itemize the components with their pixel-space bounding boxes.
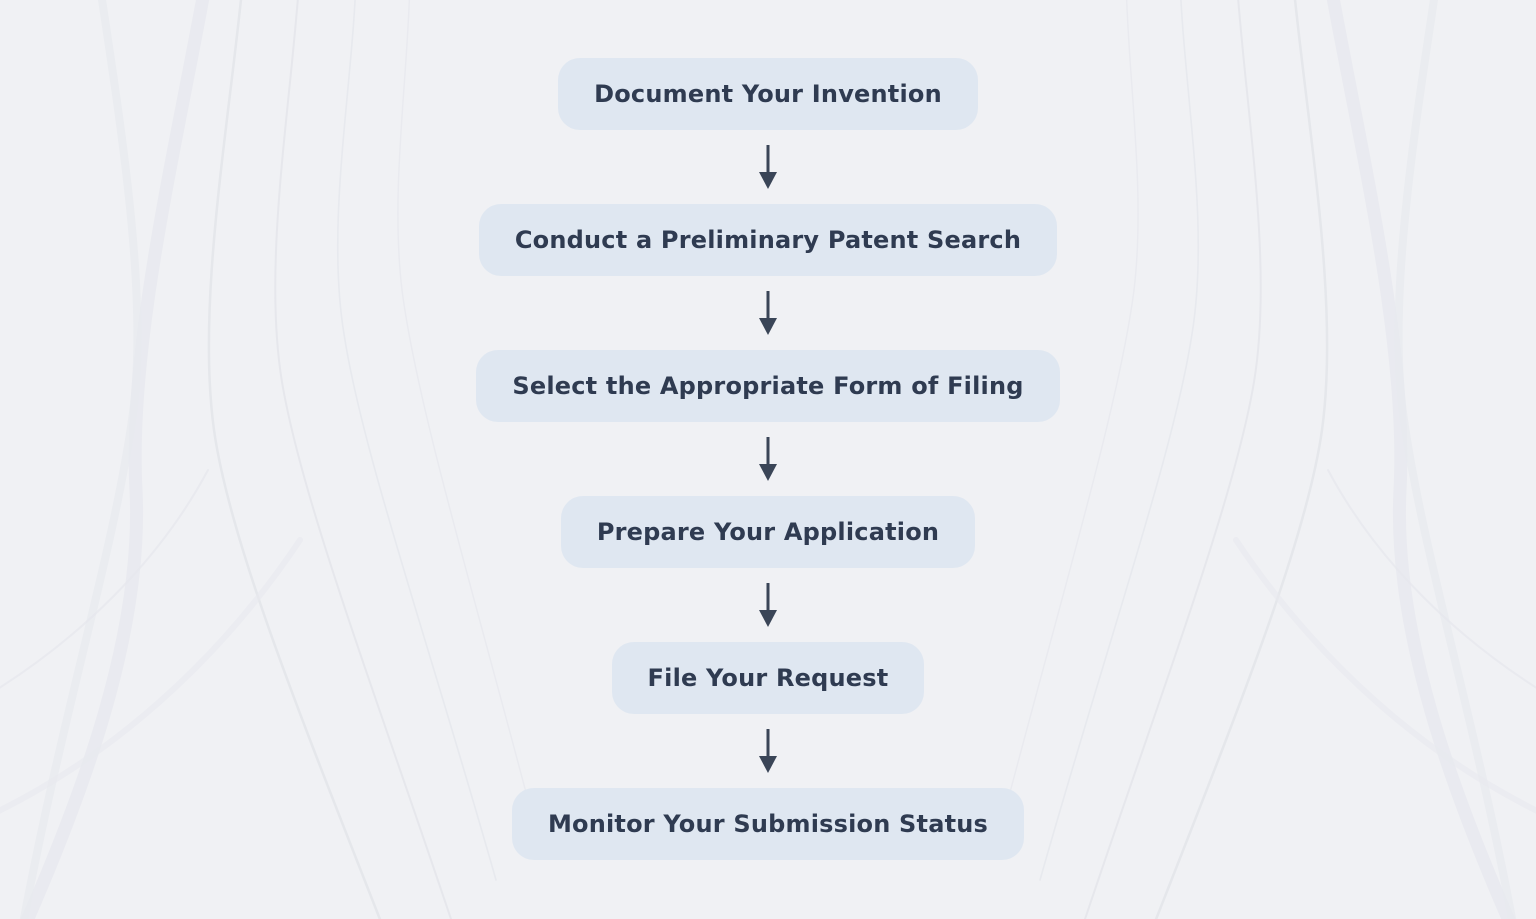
step-monitor-submission-status: Monitor Your Submission Status bbox=[511, 788, 1025, 860]
arrow-down-icon bbox=[759, 729, 777, 773]
arrow-down-icon bbox=[759, 437, 777, 481]
arrow-down-icon bbox=[759, 145, 777, 189]
arrow-down-icon bbox=[759, 583, 777, 627]
step-select-form-of-filing: Select the Appropriate Form of Filing bbox=[476, 350, 1060, 422]
step-preliminary-patent-search: Conduct a Preliminary Patent Search bbox=[478, 204, 1058, 276]
step-prepare-application: Prepare Your Application bbox=[560, 496, 976, 568]
step-document-invention: Document Your Invention bbox=[558, 58, 978, 130]
step-file-request: File Your Request bbox=[611, 642, 925, 714]
arrow-down-icon bbox=[759, 291, 777, 335]
